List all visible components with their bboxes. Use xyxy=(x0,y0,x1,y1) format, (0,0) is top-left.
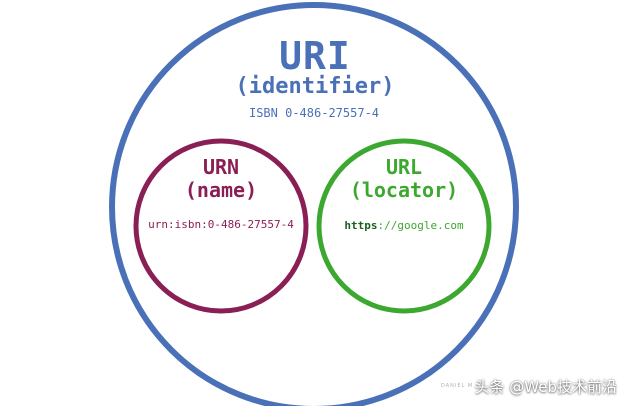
url-example-rest: ://google.com xyxy=(377,219,464,232)
urn-subtitle: (name) xyxy=(184,178,258,202)
uri-example: ISBN 0-486-27557-4 xyxy=(248,106,380,120)
uri-subtitle: (identifier) xyxy=(235,74,395,99)
watermark: 头条 @Web技术前沿 xyxy=(474,378,617,396)
urn-title: URN xyxy=(202,155,240,179)
url-circle xyxy=(316,138,492,314)
url-example: https://google.com xyxy=(344,219,463,232)
urn-circle xyxy=(133,138,309,314)
author-credit: DANIEL M xyxy=(441,383,474,389)
uri-circle xyxy=(109,2,519,406)
url-subtitle: (locator) xyxy=(349,178,459,202)
url-example-scheme: https xyxy=(344,219,378,232)
url-title: URL xyxy=(385,155,423,179)
uri-title: URI xyxy=(279,34,351,78)
urn-example: urn:isbn:0-486-27557-4 xyxy=(148,218,294,231)
